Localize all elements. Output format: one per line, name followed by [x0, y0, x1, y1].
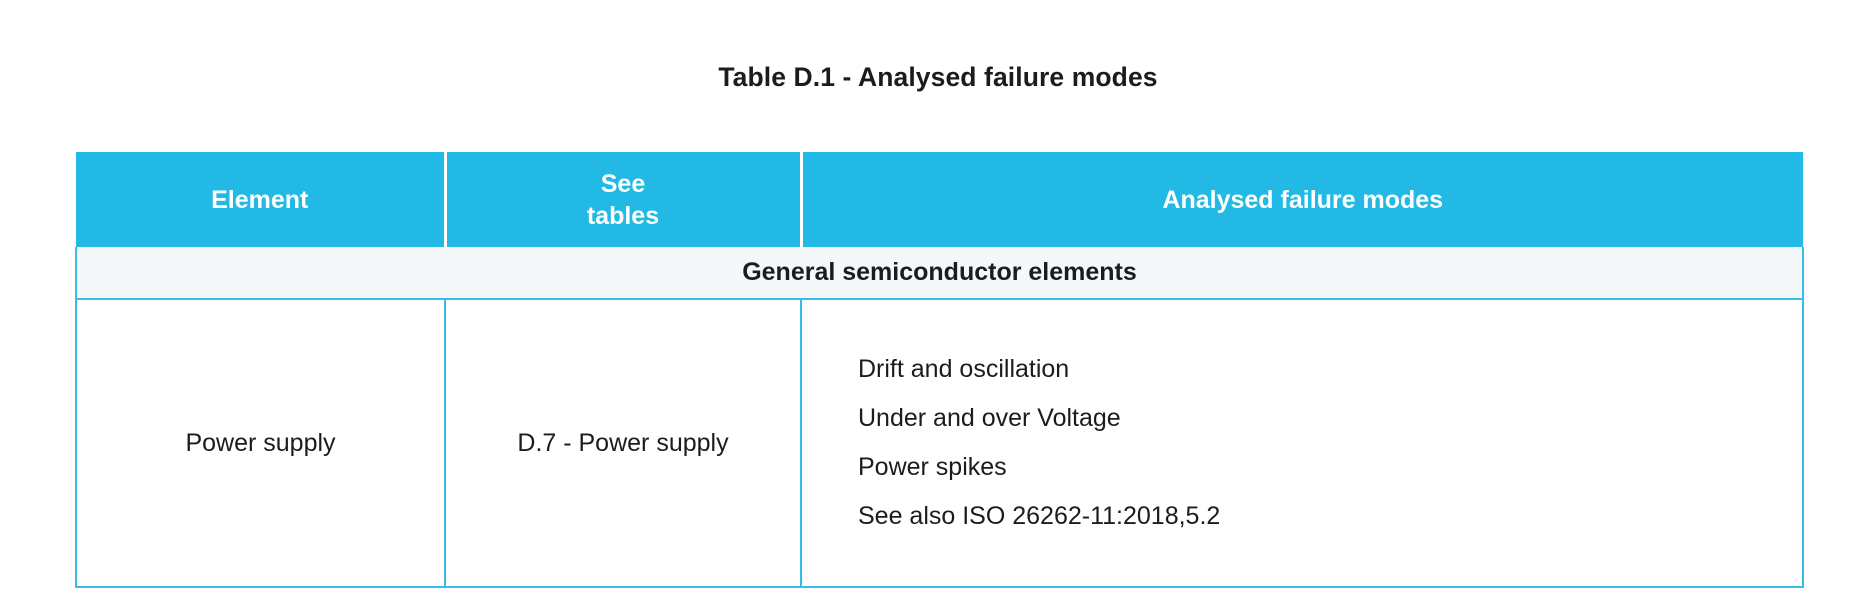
list-item: See also ISO 26262-11:2018,5.2	[858, 502, 1221, 530]
failure-modes-list: Drift and oscillation Under and over Vol…	[858, 357, 1782, 529]
analysed-failure-modes-table: Element See tables Analysed failure mode…	[75, 152, 1804, 588]
table-header: Element See tables Analysed failure mode…	[76, 152, 1803, 247]
cell-analysed-failure-modes: Drift and oscillation Under and over Vol…	[800, 298, 1804, 588]
column-header-see-tables: See tables	[445, 152, 803, 247]
cell-element-power-supply: Power supply	[75, 298, 446, 588]
header-row: Element See tables Analysed failure mode…	[76, 152, 1803, 247]
list-item: Power spikes	[858, 453, 1007, 481]
table-container: Element See tables Analysed failure mode…	[75, 152, 1804, 588]
list-item: Drift and oscillation	[858, 355, 1070, 383]
column-header-see-tables-line1: See	[600, 169, 646, 198]
table-row: Power supply D.7 - Power supply Drift an…	[75, 298, 1804, 588]
column-header-element: Element	[76, 152, 447, 247]
column-header-analysed-failure-modes: Analysed failure modes	[801, 152, 1803, 247]
column-header-see-tables-line2: tables	[586, 201, 660, 230]
section-title-general-semiconductor-elements: General semiconductor elements	[75, 247, 1804, 300]
list-item: Under and over Voltage	[858, 404, 1121, 432]
table-caption: Table D.1 - Analysed failure modes	[718, 62, 1158, 92]
table-body: General semiconductor elements Power sup…	[75, 247, 1804, 588]
section-header-row: General semiconductor elements	[75, 247, 1804, 300]
cell-see-tables-d7-power-supply: D.7 - Power supply	[444, 298, 802, 588]
